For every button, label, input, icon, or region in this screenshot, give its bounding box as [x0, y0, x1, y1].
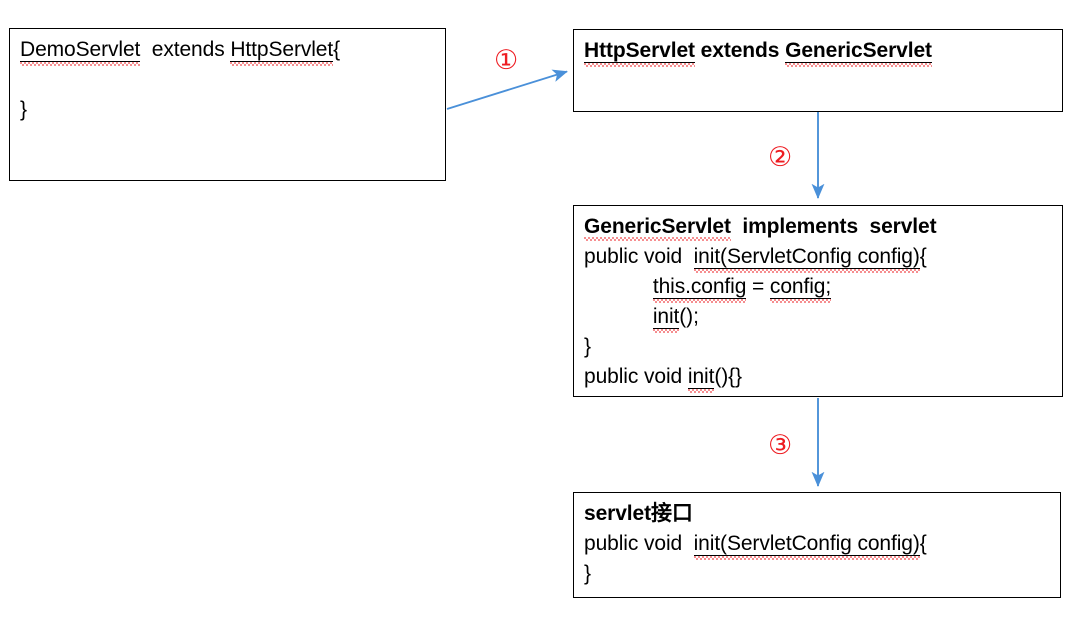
box-generic-servlet-line-2: this.config = config; [652, 275, 832, 299]
box-http-servlet-line-0: HttpServlet extends GenericServlet [584, 39, 932, 63]
box-generic-servlet-line-0: GenericServlet implements servlet [584, 215, 937, 238]
box-demo-servlet[interactable]: DemoServlet extends HttpServlet{ } [9, 28, 446, 181]
box-demo-servlet-line-1 [20, 65, 445, 95]
box-servlet-interface[interactable]: servlet接口 public void init(ServletConfig… [573, 492, 1061, 598]
box-demo-servlet-line-0: DemoServlet extends HttpServlet{ [20, 38, 341, 62]
step-marker-2: ② [768, 142, 793, 173]
box-demo-servlet-line-2: } [20, 98, 27, 121]
box-servlet-interface-line-0: servlet接口 [584, 502, 693, 525]
box-generic-servlet[interactable]: GenericServlet implements servlet public… [573, 205, 1063, 397]
box-generic-servlet-line-3: init(); [652, 305, 699, 329]
box-servlet-interface-line-1: public void init(ServletConfig config){ [584, 532, 927, 556]
step-marker-3: ③ [768, 430, 793, 461]
box-servlet-interface-line-2: } [584, 562, 591, 585]
box-http-servlet[interactable]: HttpServlet extends GenericServlet [573, 29, 1063, 112]
step-marker-1: ① [494, 45, 519, 76]
box-generic-servlet-line-4: } [584, 335, 591, 358]
box-generic-servlet-line-5: public void init(){} [584, 365, 742, 389]
box-generic-servlet-line-1: public void init(ServletConfig config){ [584, 245, 927, 269]
arrow-demo-to-http [446, 69, 568, 110]
